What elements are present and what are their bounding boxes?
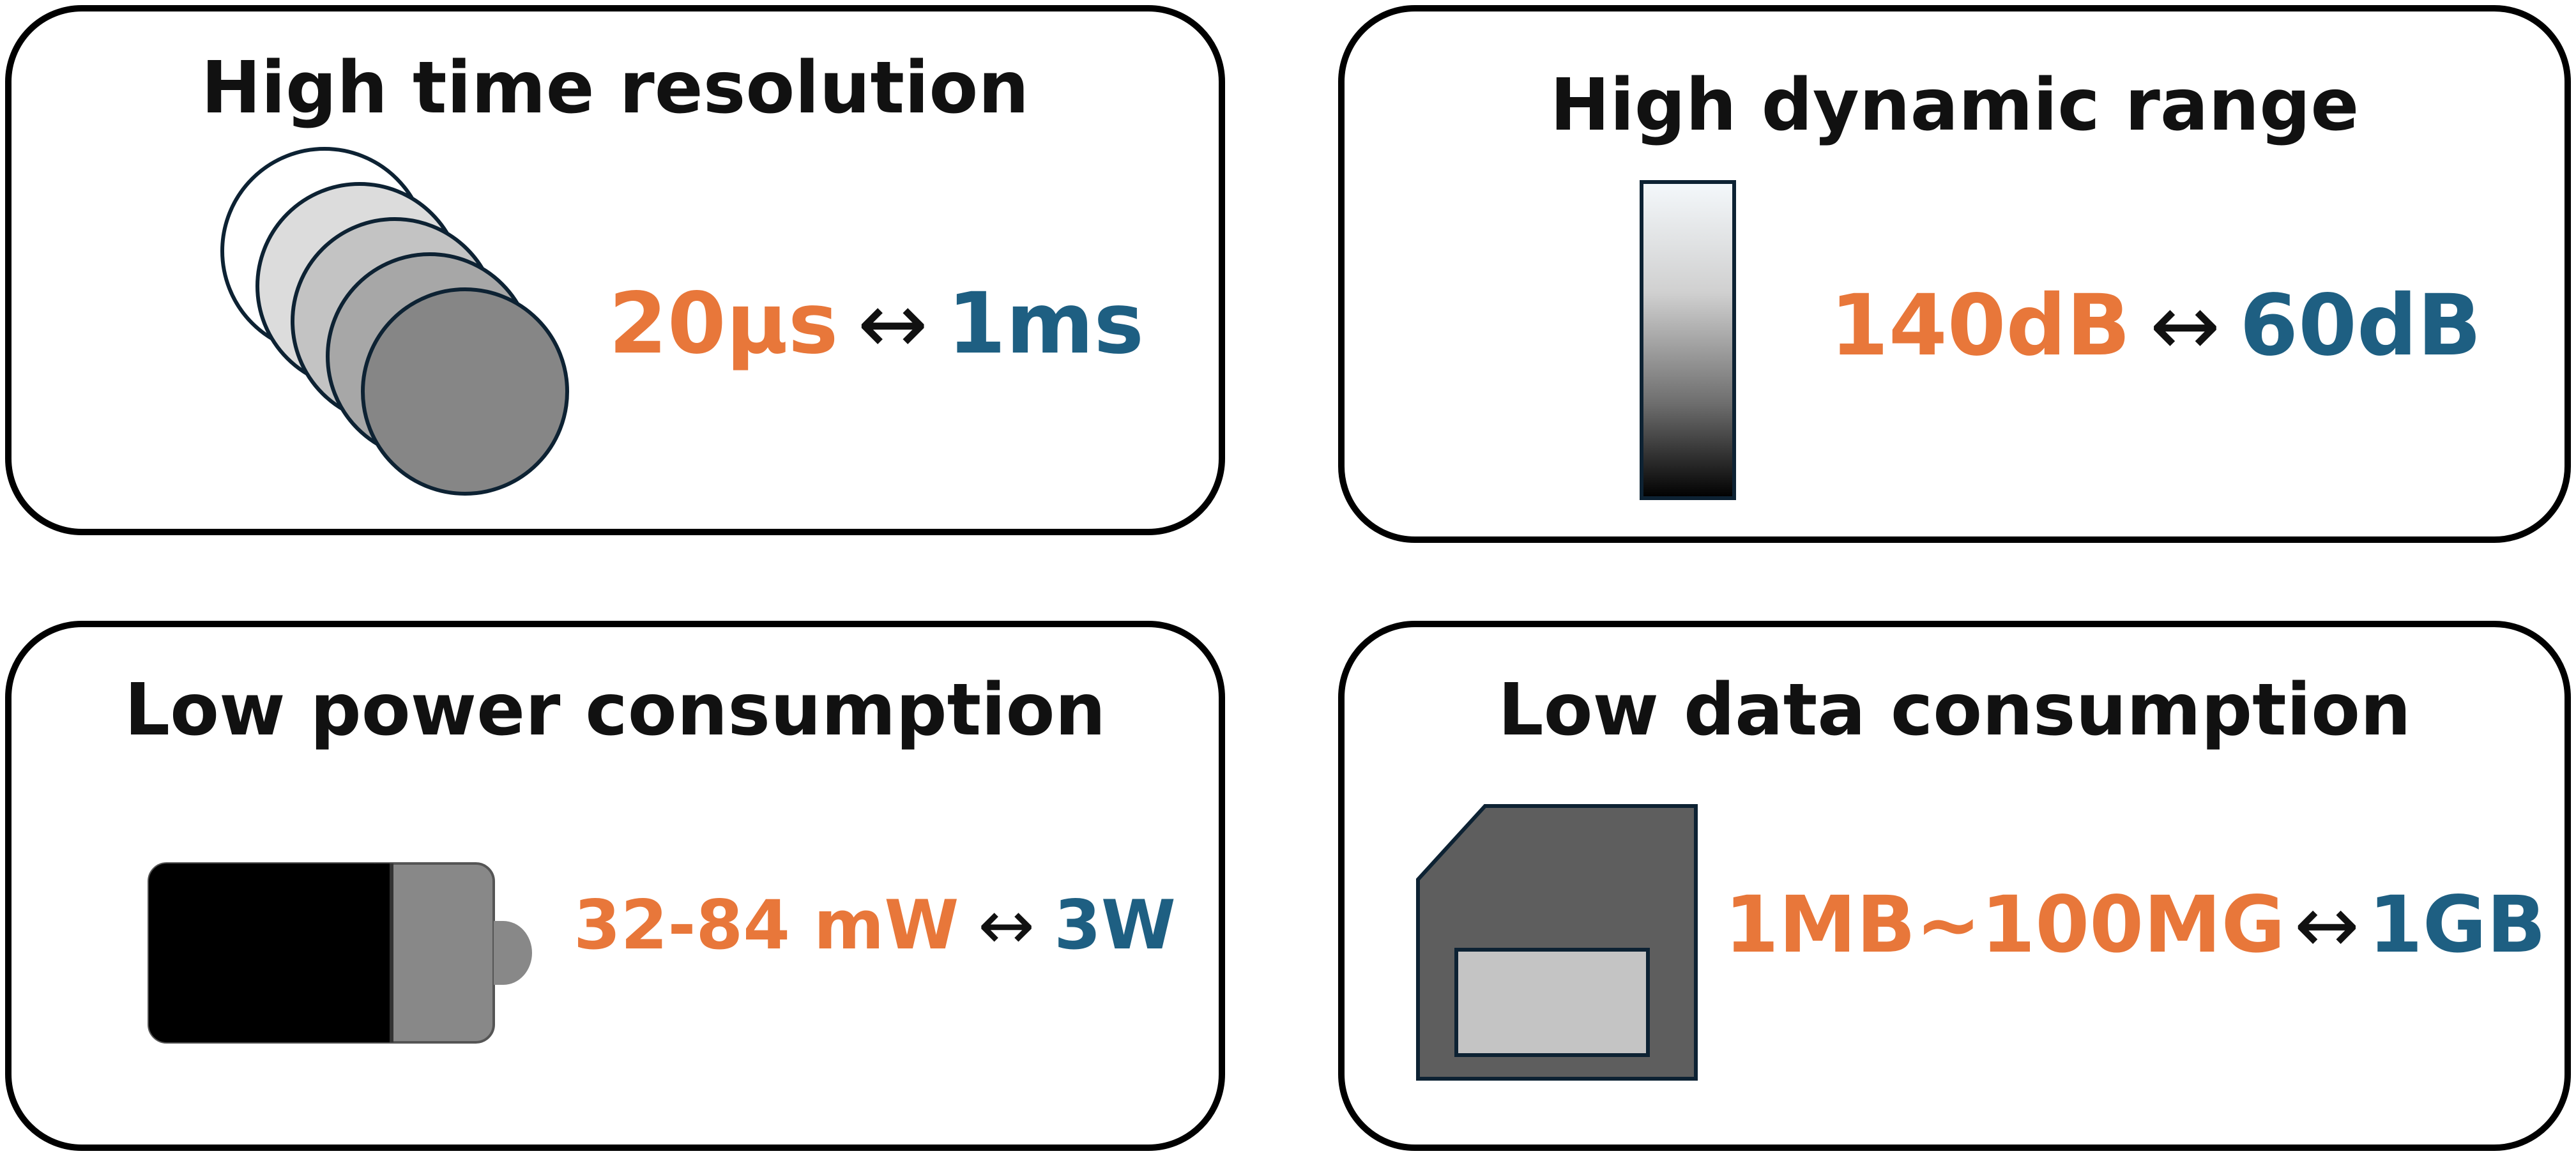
value-right: 3W (1054, 886, 1176, 964)
panel-data-consumption: Low data consumption 1MB~100MG ↔ 1GB (1338, 621, 2571, 1151)
value-left: 1MB~100MG (1725, 879, 2285, 970)
bidirectional-arrow-icon: ↔ (2149, 277, 2221, 375)
bidirectional-arrow-icon: ↔ (857, 275, 928, 373)
value-left: 20μs (609, 275, 839, 373)
panel-title: Low power consumption (124, 669, 1106, 752)
panel-dynamic-range: High dynamic range 140dB ↔ 60dB (1338, 5, 2571, 543)
bidirectional-arrow-icon: ↔ (978, 886, 1035, 964)
metric-row: 20μs ↔ 1ms (609, 275, 1144, 373)
panel-title: Low data consumption (1498, 669, 2411, 752)
metric-row: 140dB ↔ 60dB (1830, 277, 2481, 375)
value-right: 1GB (2368, 879, 2546, 970)
sd-card-icon (1416, 804, 1698, 1081)
value-left: 32-84 mW (574, 886, 959, 964)
panel-title: High time resolution (201, 47, 1030, 130)
panel-title: High dynamic range (1550, 64, 2359, 147)
value-right: 1ms (947, 275, 1144, 373)
circle-5 (361, 287, 569, 496)
bidirectional-arrow-icon: ↔ (2294, 879, 2359, 970)
overlapping-circles-icon (220, 147, 569, 496)
panel-time-resolution: High time resolution 20μs ↔ 1ms (5, 5, 1225, 535)
battery-icon (148, 862, 532, 1044)
metric-row: 32-84 mW ↔ 3W (574, 886, 1176, 964)
panel-power-consumption: Low power consumption 32-84 mW ↔ 3W (5, 621, 1225, 1151)
value-right: 60dB (2239, 277, 2482, 375)
metric-row: 1MB~100MG ↔ 1GB (1725, 879, 2546, 970)
value-left: 140dB (1830, 277, 2131, 375)
gradient-bar-icon (1640, 180, 1736, 500)
